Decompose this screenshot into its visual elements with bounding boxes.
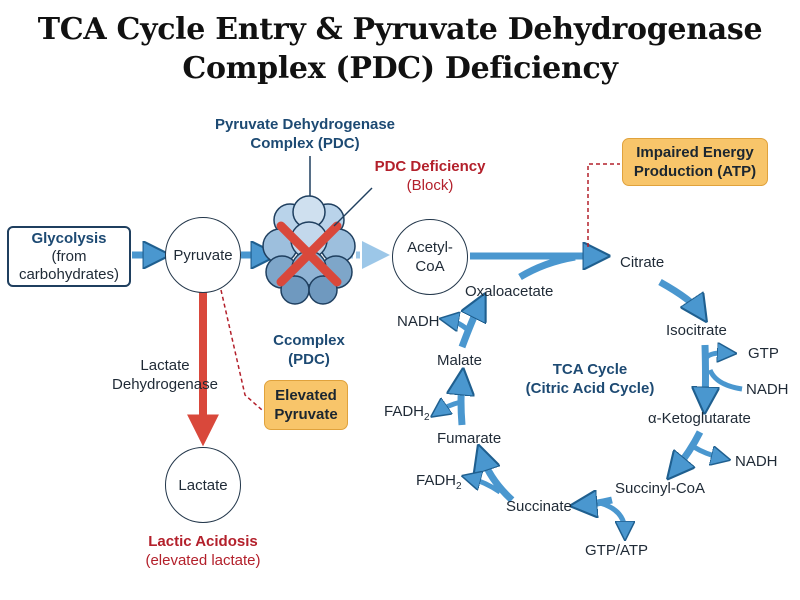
nadh-mal-branch-arrow (448, 320, 472, 334)
gtp-label: GTP (748, 345, 779, 362)
complex-label-line2: (PDC) (288, 351, 330, 368)
pdc-label: Pyruvate Dehydrogenase Complex (PDC) (205, 115, 405, 153)
glycolysis-title: Glycolysis (31, 229, 107, 247)
pyruvate-node: Pyruvate (165, 217, 241, 293)
tca-title-line1: TCA Cycle (552, 361, 628, 378)
impaired-energy-line1: Impaired Energy (636, 144, 754, 161)
page-title-line1: TCA Cycle Entry & Pyruvate Dehydrogenase (37, 12, 763, 47)
malate-to-oxaloacetate-arrow (458, 304, 480, 349)
elevated-pyruvate-connector (220, 289, 263, 411)
nadh-akg-branch-arrow (692, 444, 722, 458)
elevated-pyruvate-line2: Pyruvate (274, 406, 338, 423)
block-x-icon (276, 221, 342, 287)
oxaloacetate-join-arrow (518, 253, 576, 281)
akg-label: α-Ketoglutarate (648, 410, 751, 427)
ldh-line1: Lactate (140, 357, 190, 374)
malate-label: Malate (437, 352, 483, 369)
tca-cycle-title: TCA Cycle (Citric Acid Cycle) (510, 360, 670, 398)
pdc-complex-icon (262, 195, 356, 305)
pdc-deficiency-label: PDC Deficiency (Block) (365, 157, 495, 195)
lactate-label: Lactate (178, 476, 228, 494)
fadh-fum-branch-arrow (438, 402, 462, 412)
isocitrate-label: Isocitrate (666, 322, 727, 339)
nadh-iso-label: NADH (746, 381, 789, 398)
lactic-acidosis-sub: (elevated lactate) (145, 552, 261, 569)
impaired-energy-box: Impaired Energy Production (ATP) (622, 138, 768, 186)
succinyl-coa-label: Succinyl-CoA (615, 480, 706, 497)
oxaloacetate-label: Oxaloacetate (465, 283, 554, 300)
lactate-node: Lactate (165, 447, 241, 523)
deficiency-pointer-line (333, 187, 373, 227)
gtp-atp-label: GTP/ATP (585, 542, 649, 559)
succinyl-to-succinate-arrow (582, 500, 613, 505)
glycolysis-line3: carbohydrates) (18, 265, 120, 283)
fadh2-succinate-label: FADH2 (416, 472, 462, 492)
citrate-to-isocitrate-arrow (658, 278, 700, 312)
pdc-label-line2: Complex (PDC) (250, 135, 360, 152)
akg-to-succinyl-arrow (675, 430, 704, 470)
citrate-label: Citrate (620, 254, 665, 271)
succinate-label: Succinate (506, 498, 572, 515)
impaired-energy-line2: Production (ATP) (633, 163, 757, 180)
gtpatp-branch-arrow (599, 500, 625, 532)
fumarate-to-malate-arrow (461, 380, 462, 426)
complex-label-line1: Ccomplex (273, 332, 345, 349)
complex-label: Ccomplex (PDC) (256, 331, 362, 369)
ldh-line2: Dehydrogenase (112, 376, 218, 393)
acetyl-label-line2: CoA (415, 258, 445, 275)
fadh2-fumarate-label: FADH2 (384, 403, 430, 423)
succinate-to-fumarate-arrow (482, 456, 515, 503)
tca-title-line2: (Citric Acid Cycle) (525, 380, 655, 397)
fadh-succ-branch-arrow (470, 478, 502, 495)
nadh-malate-label: NADH (397, 313, 440, 330)
pdc-deficiency-sub: (Block) (406, 177, 454, 194)
elevated-pyruvate-box: Elevated Pyruvate (264, 380, 348, 430)
pdc-label-line1: Pyruvate Dehydrogenase (214, 116, 396, 133)
nadh-iso-branch-arrow (707, 368, 743, 392)
gtp-branch-arrow (703, 353, 728, 358)
lactic-acidosis-title: Lactic Acidosis (148, 533, 258, 550)
pyruvate-label: Pyruvate (173, 246, 233, 264)
nadh-akg-label: NADH (735, 453, 778, 470)
ldh-label: Lactate Dehydrogenase (100, 356, 230, 394)
lactic-acidosis-label: Lactic Acidosis (elevated lactate) (123, 532, 283, 570)
acetyl-label-line1: Acetyl- (407, 239, 453, 256)
elevated-pyruvate-line1: Elevated (275, 387, 337, 404)
page-title-line2: Complex (PDC) Deficiency (182, 51, 618, 86)
glycolysis-box: Glycolysis (from carbohydrates) (7, 226, 131, 287)
acetyl-coa-node: Acetyl- CoA (392, 219, 468, 295)
impaired-energy-connector (587, 163, 620, 247)
glycolysis-line2: (from (51, 247, 87, 265)
pdc-deficiency-title: PDC Deficiency (374, 158, 486, 175)
isocitrate-to-akg-arrow (705, 344, 706, 402)
fumarate-label: Fumarate (437, 430, 502, 447)
